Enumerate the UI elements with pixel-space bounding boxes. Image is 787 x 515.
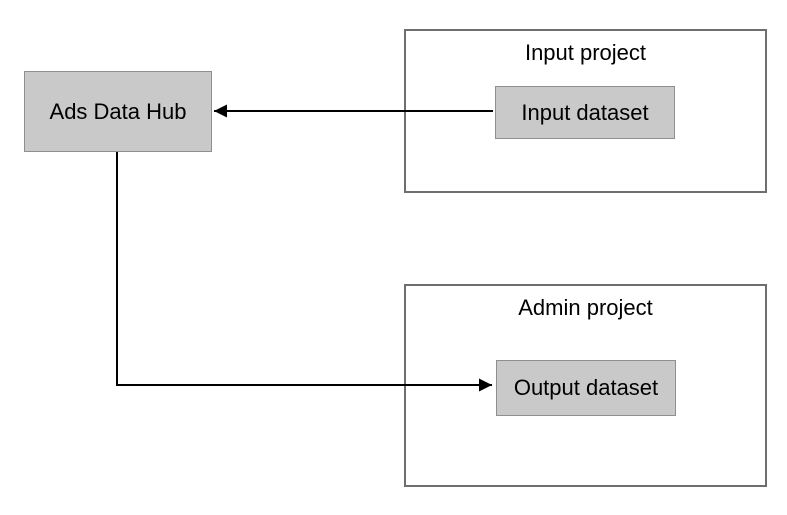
container-admin-project: Admin project Output dataset [404, 284, 767, 487]
container-input-project: Input project Input dataset [404, 29, 767, 193]
node-input-dataset-label: Input dataset [521, 99, 649, 125]
node-ads-data-hub: Ads Data Hub [24, 71, 212, 152]
node-ads-data-hub-label: Ads Data Hub [49, 98, 187, 124]
node-output-dataset: Output dataset [496, 360, 676, 416]
input-project-title: Input project [524, 40, 647, 65]
node-output-dataset-label: Output dataset [513, 375, 659, 400]
node-input-dataset: Input dataset [495, 86, 675, 139]
admin-project-title: Admin project [518, 295, 653, 320]
